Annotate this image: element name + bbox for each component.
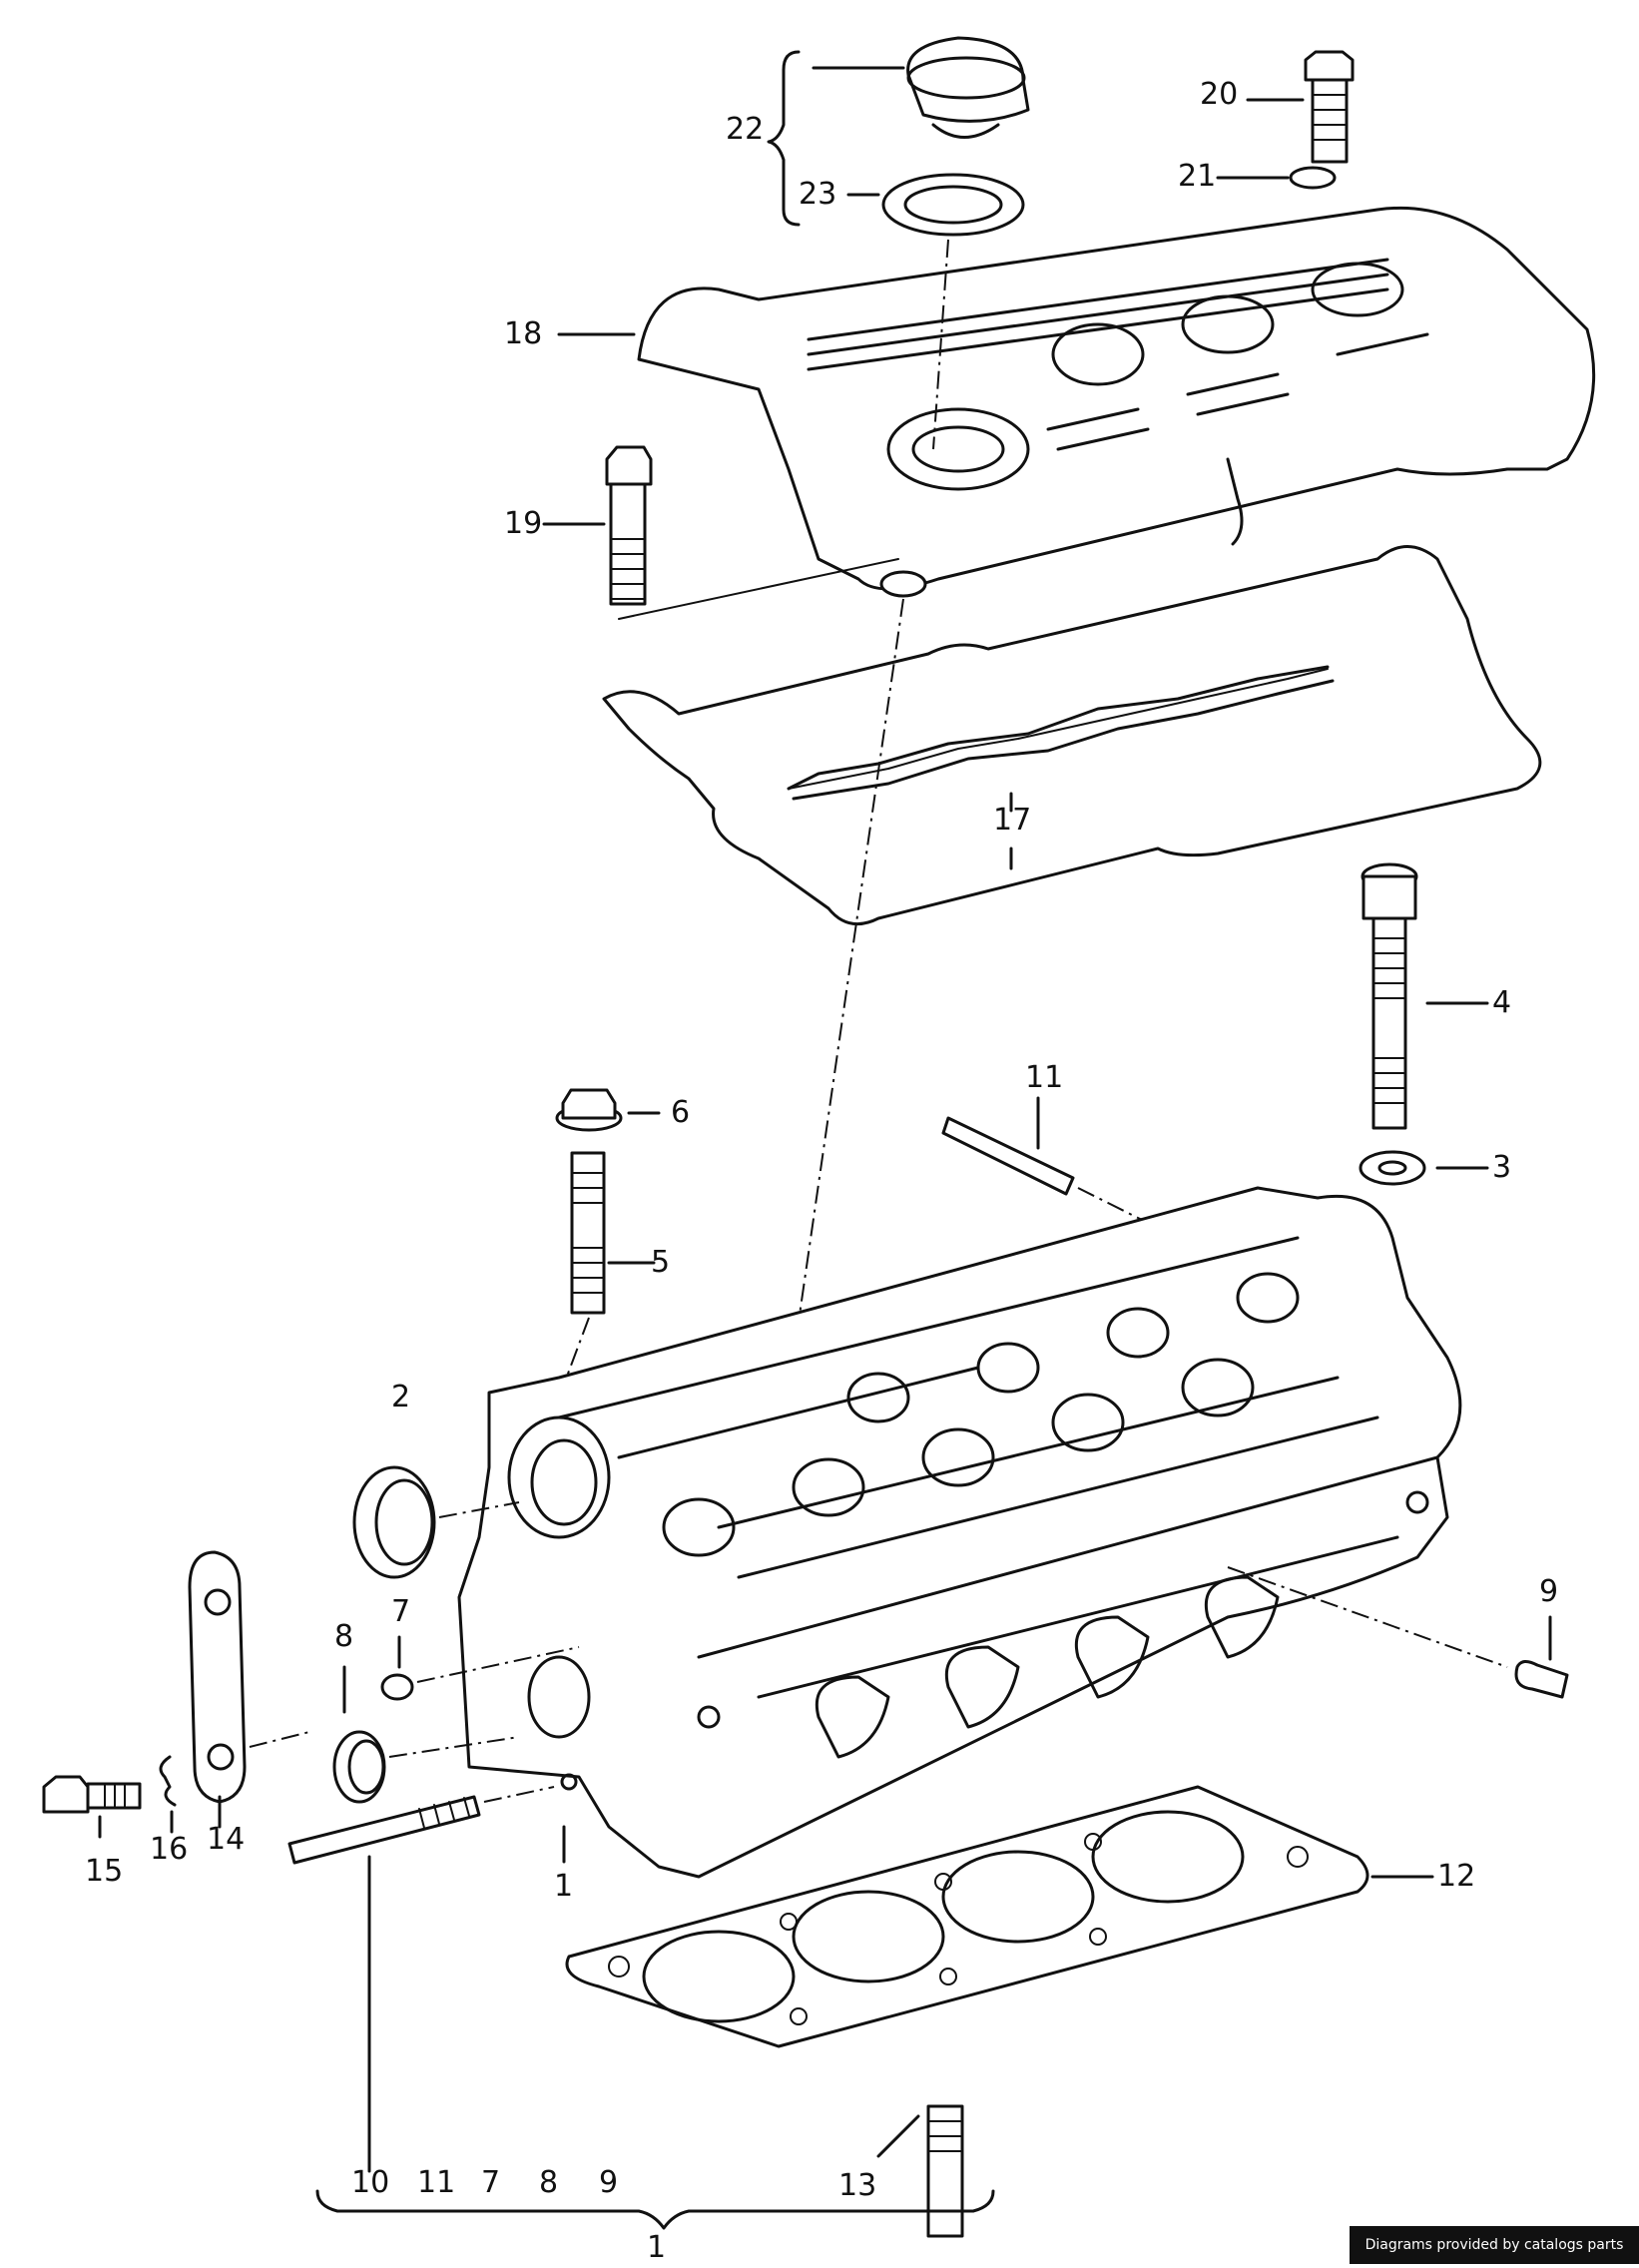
callout-12: 12 (1437, 1859, 1476, 1894)
callout-19: 19 (504, 506, 543, 541)
stud-upper (941, 1116, 1075, 1196)
head-bolt (1361, 862, 1418, 1130)
plate-bolt (42, 1775, 142, 1814)
credit-label: Diagrams provided by catalogs parts (1350, 2226, 1639, 2264)
exhaust-stud (570, 1151, 606, 1315)
callout-9-group: 9 (599, 2165, 619, 2200)
sealing-plug-side (1514, 1660, 1569, 1699)
callout-11-group: 11 (417, 2165, 456, 2200)
callout-8-group: 8 (539, 2165, 559, 2200)
callout-7-group: 7 (481, 2165, 501, 2200)
cover-long-bolt (605, 445, 653, 606)
callout-11: 11 (1025, 1060, 1064, 1095)
oil-filler-cap (906, 36, 1030, 139)
callout-6: 6 (671, 1095, 691, 1130)
callout-22: 22 (726, 112, 765, 147)
callout-17: 17 (993, 803, 1032, 838)
callout-5: 5 (651, 1245, 671, 1280)
callout-16: 16 (150, 1832, 189, 1867)
cap-seal-ring (881, 173, 1025, 237)
group-brace-22-23 (767, 50, 801, 227)
callout-23: 23 (799, 177, 837, 212)
callout-8: 8 (334, 1619, 354, 1654)
plate-washer (159, 1755, 177, 1807)
callout-4: 4 (1492, 985, 1512, 1020)
callout-7: 7 (391, 1594, 411, 1629)
sealing-plug-large (332, 1730, 386, 1804)
flange-nut (555, 1088, 623, 1132)
group-brace-1 (315, 2189, 995, 2230)
head-gasket (565, 1785, 1369, 2048)
cylinder-head-cover (637, 206, 1596, 598)
cover-bolt (1304, 50, 1355, 164)
callout-14: 14 (207, 1822, 246, 1857)
cover-plate (188, 1550, 247, 1804)
callout-1: 1 (554, 1869, 574, 1904)
callout-10: 10 (351, 2165, 390, 2200)
callout-3: 3 (1492, 1150, 1512, 1185)
callout-2: 2 (391, 1380, 411, 1415)
callout-9: 9 (1539, 1574, 1559, 1609)
camshaft-oil-seal (352, 1465, 436, 1579)
callout-1-group: 1 (647, 2230, 667, 2265)
head-bolt-washer (1359, 1150, 1426, 1186)
callout-20: 20 (1200, 77, 1239, 112)
dowel-sleeve (926, 2104, 964, 2238)
callout-13: 13 (838, 2168, 877, 2203)
cover-washer (1289, 166, 1337, 190)
cylinder-head (457, 1186, 1462, 1879)
long-stud (287, 1795, 481, 1865)
callout-21: 21 (1178, 159, 1217, 194)
callout-18: 18 (504, 316, 543, 351)
cover-gasket (602, 545, 1542, 926)
callout-15: 15 (85, 1854, 124, 1889)
sealing-plug-small (380, 1673, 414, 1701)
